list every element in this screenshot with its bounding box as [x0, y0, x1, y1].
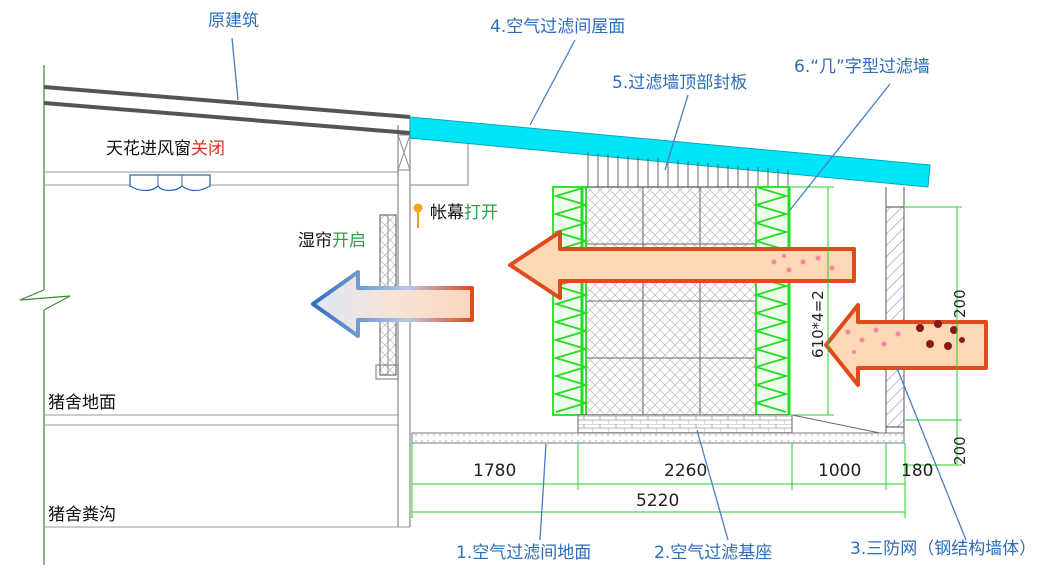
dust-particles: [771, 254, 901, 354]
label-filter-wall: 6.“几”字型过滤墙: [794, 57, 930, 77]
dim-right-height: 200: [951, 289, 969, 318]
dim-right-base: 200: [951, 436, 969, 465]
label-pig-ditch: 猪舍粪沟: [48, 505, 116, 525]
label-wet-curtain: 湿帘开启: [298, 231, 366, 251]
leader-lines: [231, 37, 967, 541]
filter-base: [577, 414, 793, 434]
label-net: 3.三防网（钢结构墙体）: [850, 539, 1036, 559]
dim-1000: 1000: [818, 461, 861, 481]
label-floor: 1.空气过滤间地面: [456, 543, 591, 563]
filter-wall-block: [585, 186, 757, 416]
label-base: 2.空气过滤基座: [654, 543, 772, 563]
label-pig-floor: 猪舍地面: [48, 393, 116, 413]
label-top-seal: 5.过滤墙顶部封板: [612, 73, 747, 93]
label-curtain: 帐幕打开: [430, 203, 498, 223]
original-building-roof: [43, 85, 411, 135]
ceiling-inlet-window-icon: [129, 174, 211, 192]
curtain-marker: [413, 203, 423, 228]
outer-airflow-arrow: [824, 303, 988, 387]
cooled-airflow-arrow: [311, 270, 474, 338]
dim-1780: 1780: [473, 461, 516, 481]
label-original-building: 原建筑: [208, 11, 259, 31]
label-roof: 4.空气过滤间屋面: [490, 17, 625, 37]
filtered-airflow-arrow: [508, 230, 856, 300]
base-slope: [791, 414, 881, 434]
three-proof-net-wall: [885, 187, 905, 433]
dim-filter-stack: 610*4=2: [809, 290, 827, 358]
top-seal-boards: [587, 152, 789, 187]
virus-particles: [916, 320, 965, 350]
zigzag-filters: [552, 186, 791, 416]
dim-5220: 5220: [636, 491, 679, 511]
filter-room-floor: [411, 432, 905, 444]
label-ceiling-window: 天花进风窗关闭: [106, 139, 225, 159]
dim-2260: 2260: [664, 461, 707, 481]
dimension-lines: [411, 186, 962, 518]
dim-180: 180: [901, 461, 933, 481]
